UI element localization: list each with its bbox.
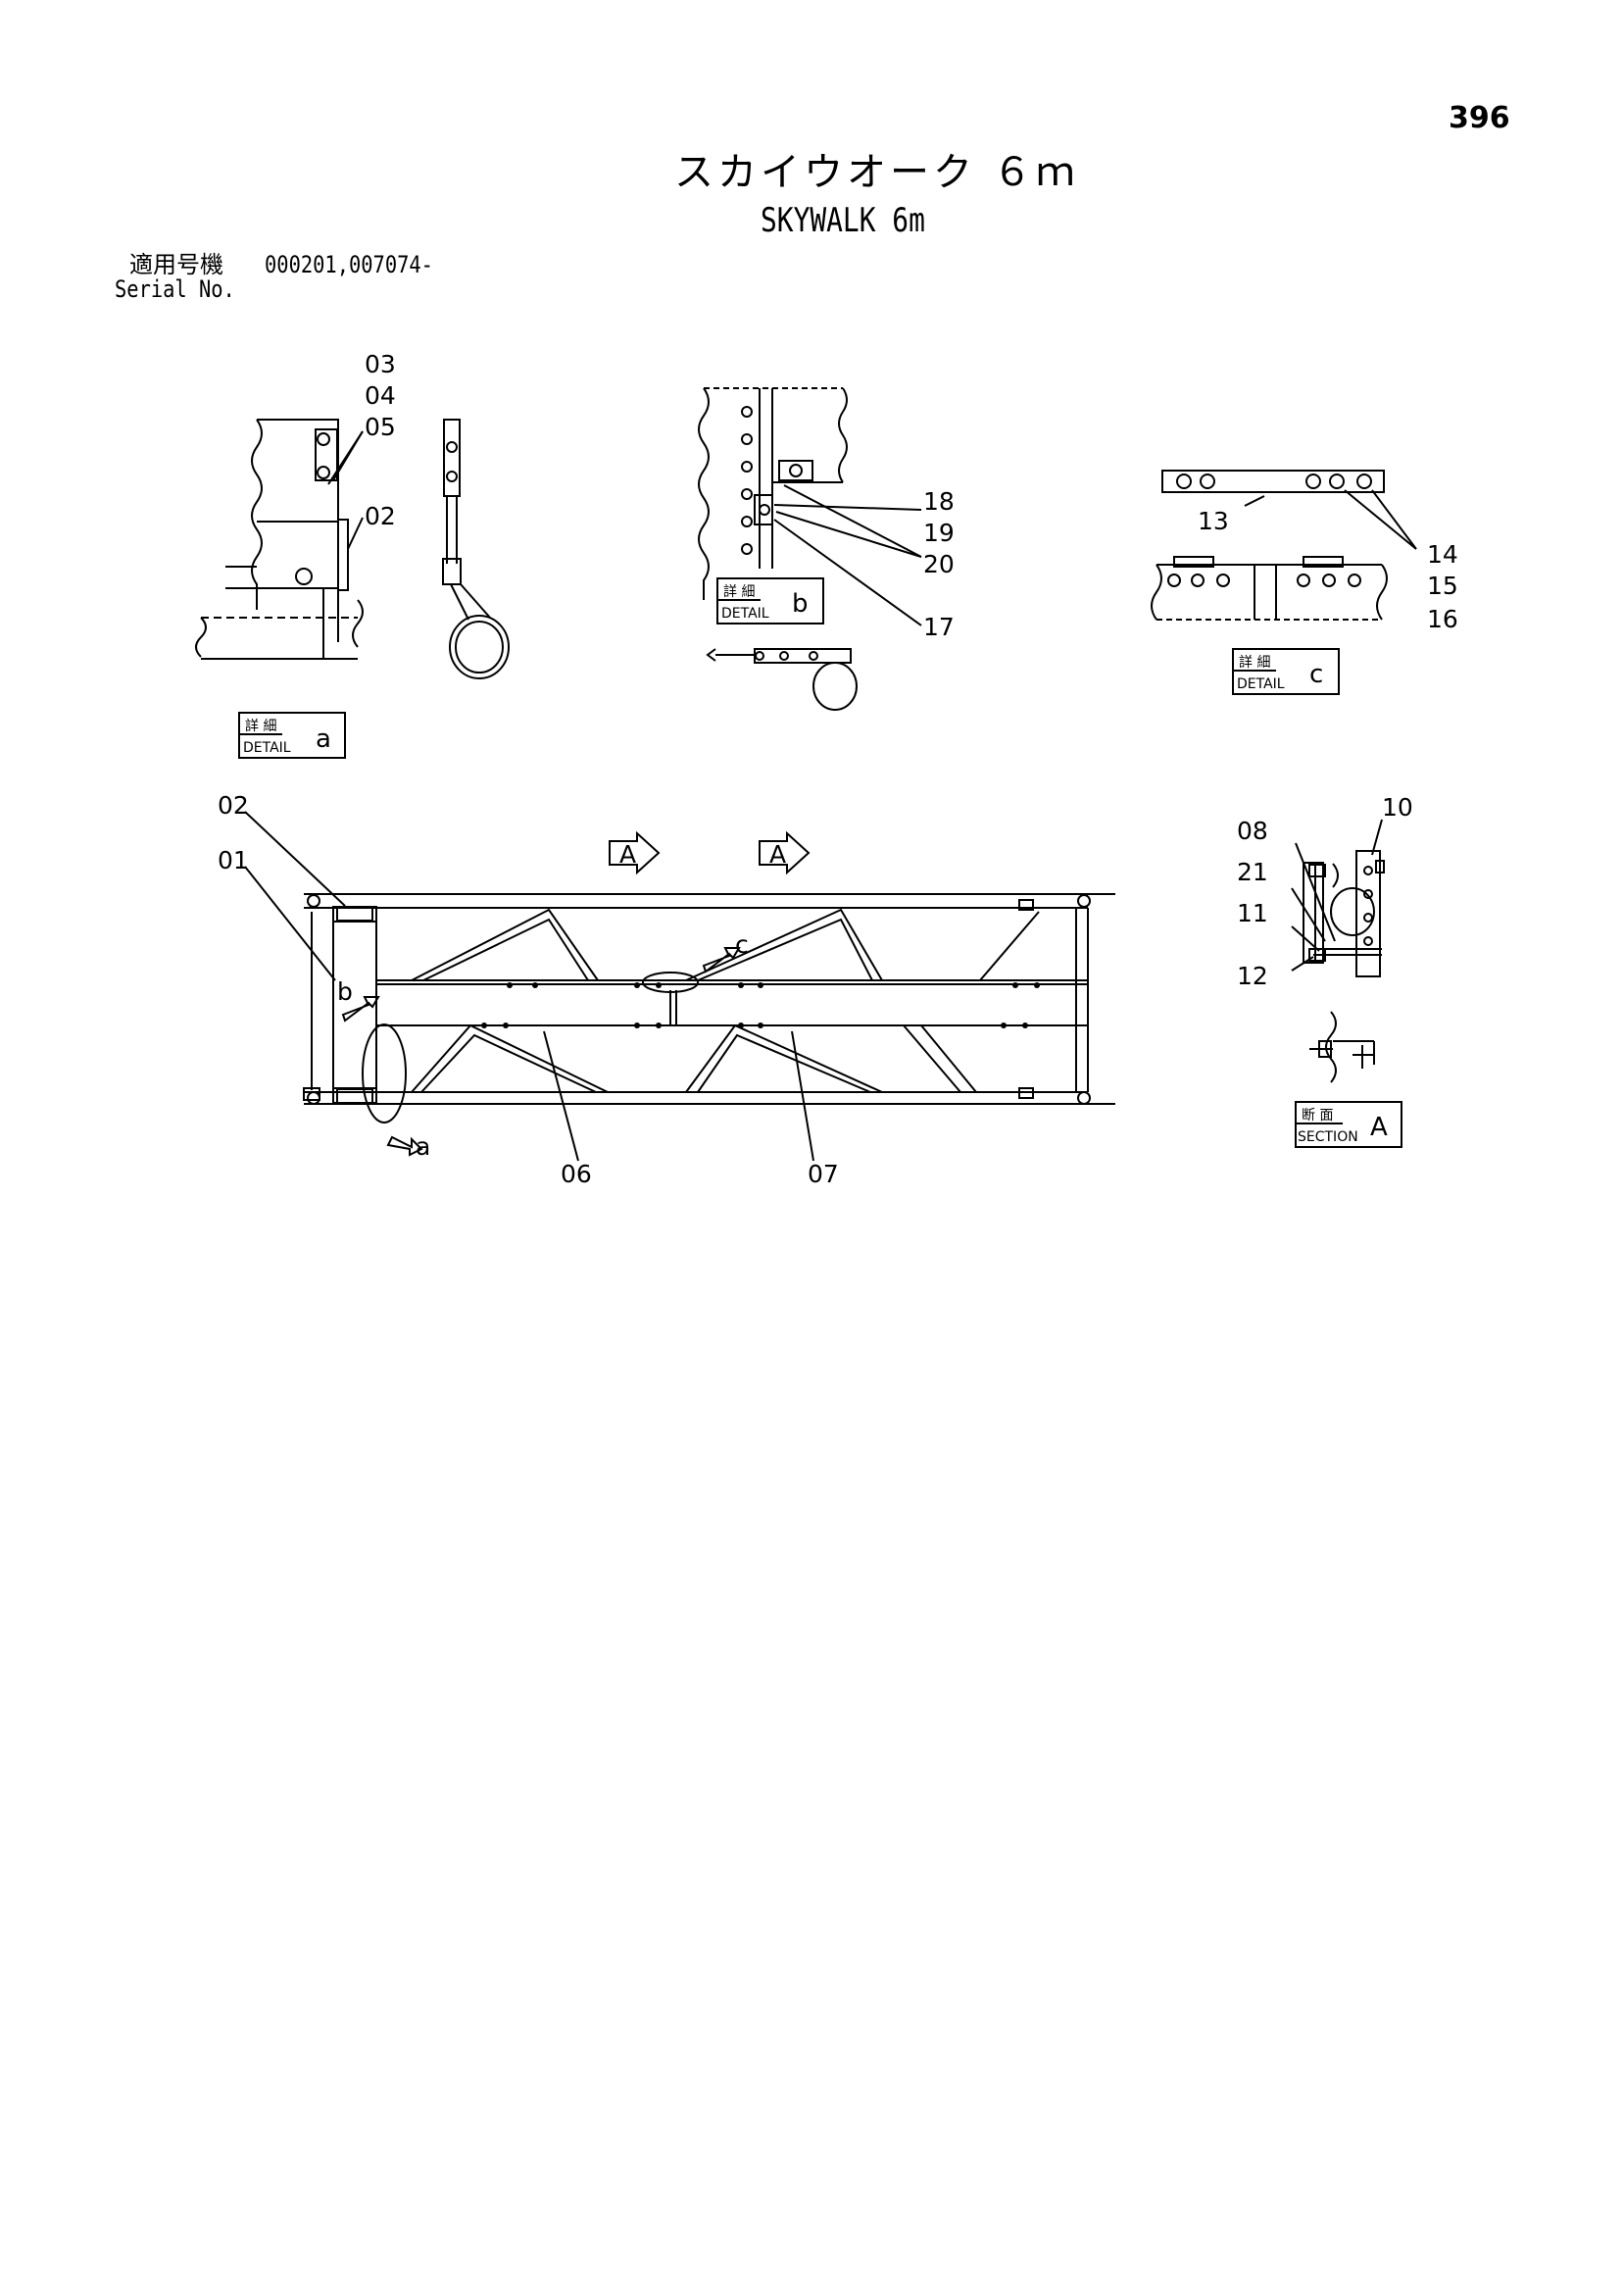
page-title-english: SKYWALK 6m	[761, 201, 925, 240]
callout-12: 12	[1237, 962, 1268, 990]
callout-01: 01	[218, 846, 249, 874]
detail-a-drawing	[195, 419, 510, 679]
detail-b-label-jp: 詳 細	[723, 584, 755, 600]
detail-c-label-en: DETAIL	[1237, 676, 1285, 692]
detail-b-box: 詳 細 DETAIL b	[716, 577, 824, 624]
callout-15: 15	[1427, 572, 1458, 600]
callout-07: 07	[808, 1160, 839, 1188]
callout-16: 16	[1427, 605, 1458, 633]
callout-11: 11	[1237, 899, 1268, 927]
callout-10: 10	[1382, 793, 1413, 822]
callout-06: 06	[561, 1160, 592, 1188]
view-arrow-a-1: A	[619, 840, 636, 869]
detail-a-label-en: DETAIL	[243, 740, 291, 756]
detail-b-drawing	[698, 387, 922, 711]
callout-21: 21	[1237, 858, 1268, 886]
callout-03: 03	[365, 350, 396, 378]
section-a-label-jp: 断 面	[1302, 1108, 1333, 1123]
detail-c-label-jp: 詳 細	[1239, 655, 1270, 671]
detail-c-drawing	[1151, 470, 1417, 621]
serial-label-english: Serial No.	[115, 275, 235, 303]
serial-values: 000201,007074-	[265, 251, 433, 278]
page-title-japanese: スカイウオーク ６ｍ	[674, 150, 1079, 195]
section-a-box: 断 面 SECTION A	[1295, 1101, 1402, 1148]
detail-ref-c: c	[735, 930, 749, 959]
detail-ref-a: a	[416, 1132, 430, 1161]
callout-18: 18	[923, 487, 955, 516]
callout-13: 13	[1198, 507, 1229, 535]
detail-a-label-jp: 詳 細	[245, 719, 276, 734]
section-a-letter: A	[1370, 1113, 1388, 1142]
detail-c-box: 詳 細 DETAIL c	[1232, 648, 1340, 695]
callout-04: 04	[365, 381, 396, 410]
callout-05: 05	[365, 413, 396, 441]
section-a-drawing	[1291, 819, 1385, 1083]
detail-b-letter: b	[792, 589, 809, 619]
detail-a-box: 詳 細 DETAIL a	[238, 712, 346, 759]
detail-a-letter: a	[316, 724, 331, 754]
callout-14: 14	[1427, 540, 1458, 569]
callout-20: 20	[923, 550, 955, 578]
serial-label-japanese: 適用号機	[129, 251, 223, 278]
detail-c-letter: c	[1309, 660, 1323, 689]
page-number: 396	[1449, 101, 1510, 135]
view-arrow-a-2: A	[769, 840, 786, 869]
callout-19: 19	[923, 519, 955, 547]
callout-02-detail: 02	[365, 502, 396, 530]
callout-08: 08	[1237, 817, 1268, 845]
skywalk-main-drawing	[244, 811, 1115, 1162]
section-a-label-en: SECTION	[1298, 1129, 1358, 1145]
detail-b-label-en: DETAIL	[721, 606, 769, 622]
detail-ref-b: b	[337, 977, 353, 1006]
callout-17: 17	[923, 613, 955, 641]
callout-02-main: 02	[218, 791, 249, 820]
